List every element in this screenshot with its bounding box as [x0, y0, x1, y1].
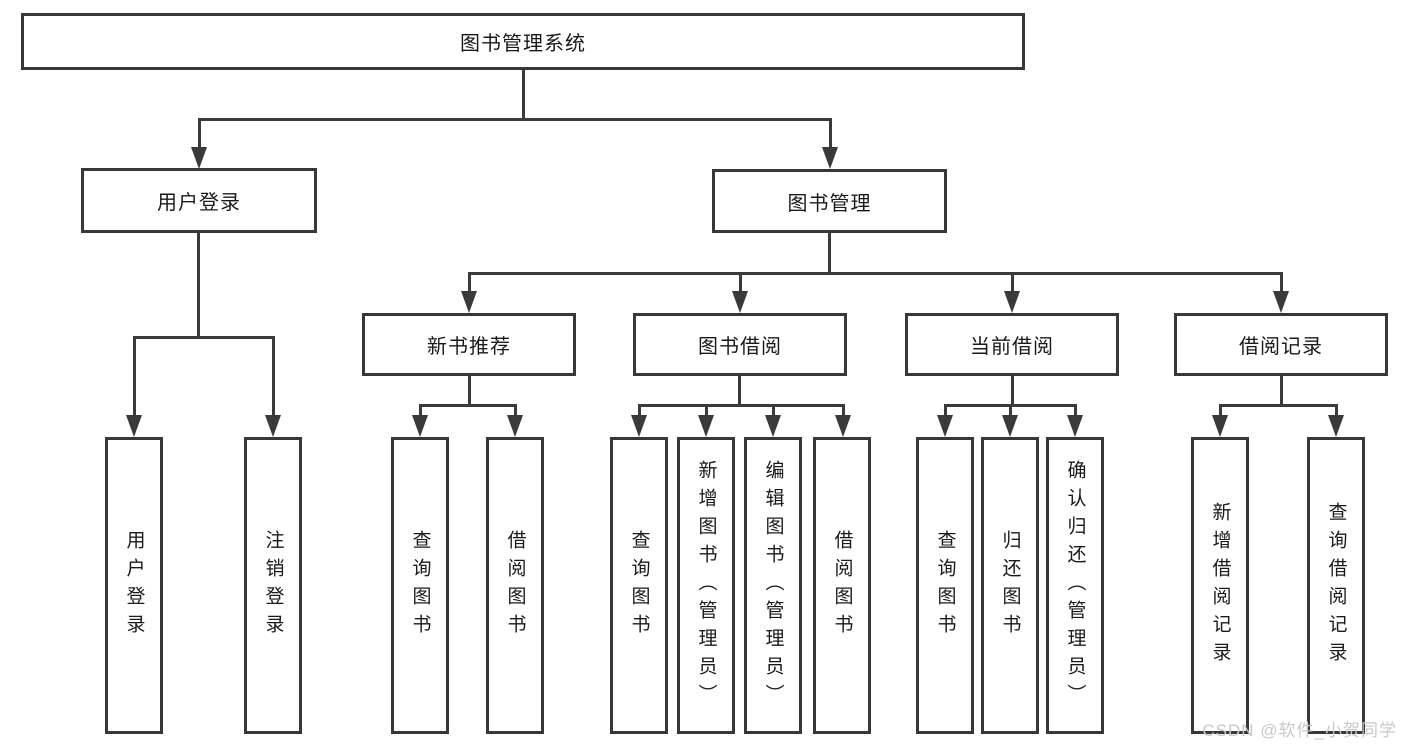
node-leaf-borrow-add-label: 新增图书（管理员）	[695, 459, 717, 712]
node-leaf-newbook-borrow: 借阅图书	[486, 437, 544, 734]
arrow-down-icon	[631, 415, 647, 437]
connector-line	[739, 272, 742, 293]
connector-line	[944, 404, 947, 417]
node-leaf-borrow-query-label: 查询图书	[628, 529, 650, 642]
node-leaf-newbook-query: 查询图书	[391, 437, 449, 734]
node-leaf-record-add: 新增借阅记录	[1191, 437, 1249, 734]
node-current-borrow: 当前借阅	[905, 313, 1119, 376]
connector-line	[828, 233, 831, 275]
arrow-down-icon	[1328, 415, 1344, 437]
connector-line	[198, 118, 831, 121]
connector-line	[772, 404, 775, 417]
connector-line	[522, 69, 525, 121]
connector-line	[419, 404, 422, 417]
arrow-down-icon	[507, 415, 523, 437]
arrow-down-icon	[461, 291, 477, 313]
arrow-down-icon	[698, 415, 714, 437]
connector-line	[1011, 376, 1014, 407]
connector-line	[197, 233, 200, 339]
node-leaf-user-login: 用户登录	[105, 437, 163, 734]
node-leaf-borrow-edit-label: 编辑图书（管理员）	[762, 459, 784, 712]
arrow-down-icon	[1002, 415, 1018, 437]
node-leaf-borrow-borrow: 借阅图书	[813, 437, 871, 734]
connector-line	[468, 272, 1282, 275]
node-book-manage: 图书管理	[712, 169, 947, 233]
connector-line	[468, 272, 471, 293]
node-leaf-borrow-edit: 编辑图书（管理员）	[744, 437, 802, 734]
arrow-down-icon	[822, 147, 838, 169]
arrow-down-icon	[835, 415, 851, 437]
connector-line	[514, 404, 517, 417]
connector-line	[468, 376, 471, 407]
arrow-down-icon	[412, 415, 428, 437]
connector-line	[1280, 376, 1283, 407]
node-book-borrow-label: 图书借阅	[698, 336, 782, 358]
node-leaf-current-return-label: 归还图书	[999, 529, 1021, 642]
arrow-down-icon	[937, 415, 953, 437]
connector-line	[1011, 272, 1014, 293]
arrow-down-icon	[1273, 291, 1289, 313]
connector-line	[1074, 404, 1077, 417]
connector-line	[419, 404, 517, 407]
arrow-down-icon	[1004, 291, 1020, 313]
connector-line	[1219, 404, 1338, 407]
node-leaf-record-query-label: 查询借阅记录	[1325, 501, 1347, 670]
connector-line	[1219, 404, 1222, 417]
node-book-borrow: 图书借阅	[633, 313, 847, 376]
arrow-down-icon	[732, 291, 748, 313]
connector-line	[1009, 404, 1012, 417]
node-leaf-logout-label: 注销登录	[262, 529, 284, 642]
arrow-down-icon	[765, 415, 781, 437]
node-leaf-borrow-add: 新增图书（管理员）	[677, 437, 735, 734]
node-leaf-current-confirm-label: 确认归还（管理员）	[1064, 459, 1086, 712]
node-user-login: 用户登录	[81, 168, 317, 233]
arrow-down-icon	[1067, 415, 1083, 437]
connector-line	[738, 376, 741, 407]
node-new-book: 新书推荐	[362, 313, 576, 376]
node-book-manage-label: 图书管理	[787, 192, 872, 215]
node-user-login-label: 用户登录	[157, 192, 241, 214]
node-current-borrow-label: 当前借阅	[970, 336, 1054, 358]
node-leaf-logout: 注销登录	[244, 437, 302, 734]
node-leaf-record-query: 查询借阅记录	[1307, 437, 1365, 734]
connector-line	[198, 118, 201, 149]
node-leaf-current-confirm: 确认归还（管理员）	[1046, 437, 1104, 734]
node-root-label: 图书管理系统	[460, 33, 586, 55]
node-leaf-current-return: 归还图书	[981, 437, 1039, 734]
node-borrow-records: 借阅记录	[1174, 313, 1388, 376]
connector-line	[829, 118, 832, 149]
arrow-down-icon	[265, 415, 281, 437]
node-leaf-record-add-label: 新增借阅记录	[1209, 501, 1231, 670]
arrow-down-icon	[1212, 415, 1228, 437]
connector-line	[638, 404, 641, 417]
node-root: 图书管理系统	[21, 13, 1025, 70]
connector-line	[705, 404, 708, 417]
connector-line	[1335, 404, 1338, 417]
node-leaf-newbook-borrow-label: 借阅图书	[504, 529, 526, 642]
connector-line	[133, 336, 274, 339]
connector-line	[842, 404, 845, 417]
arrow-down-icon	[191, 147, 207, 169]
node-leaf-newbook-query-label: 查询图书	[409, 529, 431, 642]
node-leaf-current-query-label: 查询图书	[934, 529, 956, 642]
connector-line	[638, 404, 845, 407]
node-leaf-borrow-borrow-label: 借阅图书	[831, 529, 853, 642]
connector-line	[133, 336, 136, 417]
csdn-watermark: CSDN @软件_小贺同学	[1202, 721, 1397, 740]
node-leaf-current-query: 查询图书	[916, 437, 974, 734]
connector-line	[1280, 272, 1283, 293]
node-leaf-borrow-query: 查询图书	[610, 437, 668, 734]
node-leaf-user-login-label: 用户登录	[123, 529, 145, 642]
node-borrow-records-label: 借阅记录	[1239, 336, 1323, 358]
connector-line	[272, 336, 275, 417]
arrow-down-icon	[126, 415, 142, 437]
node-new-book-label: 新书推荐	[427, 336, 511, 358]
